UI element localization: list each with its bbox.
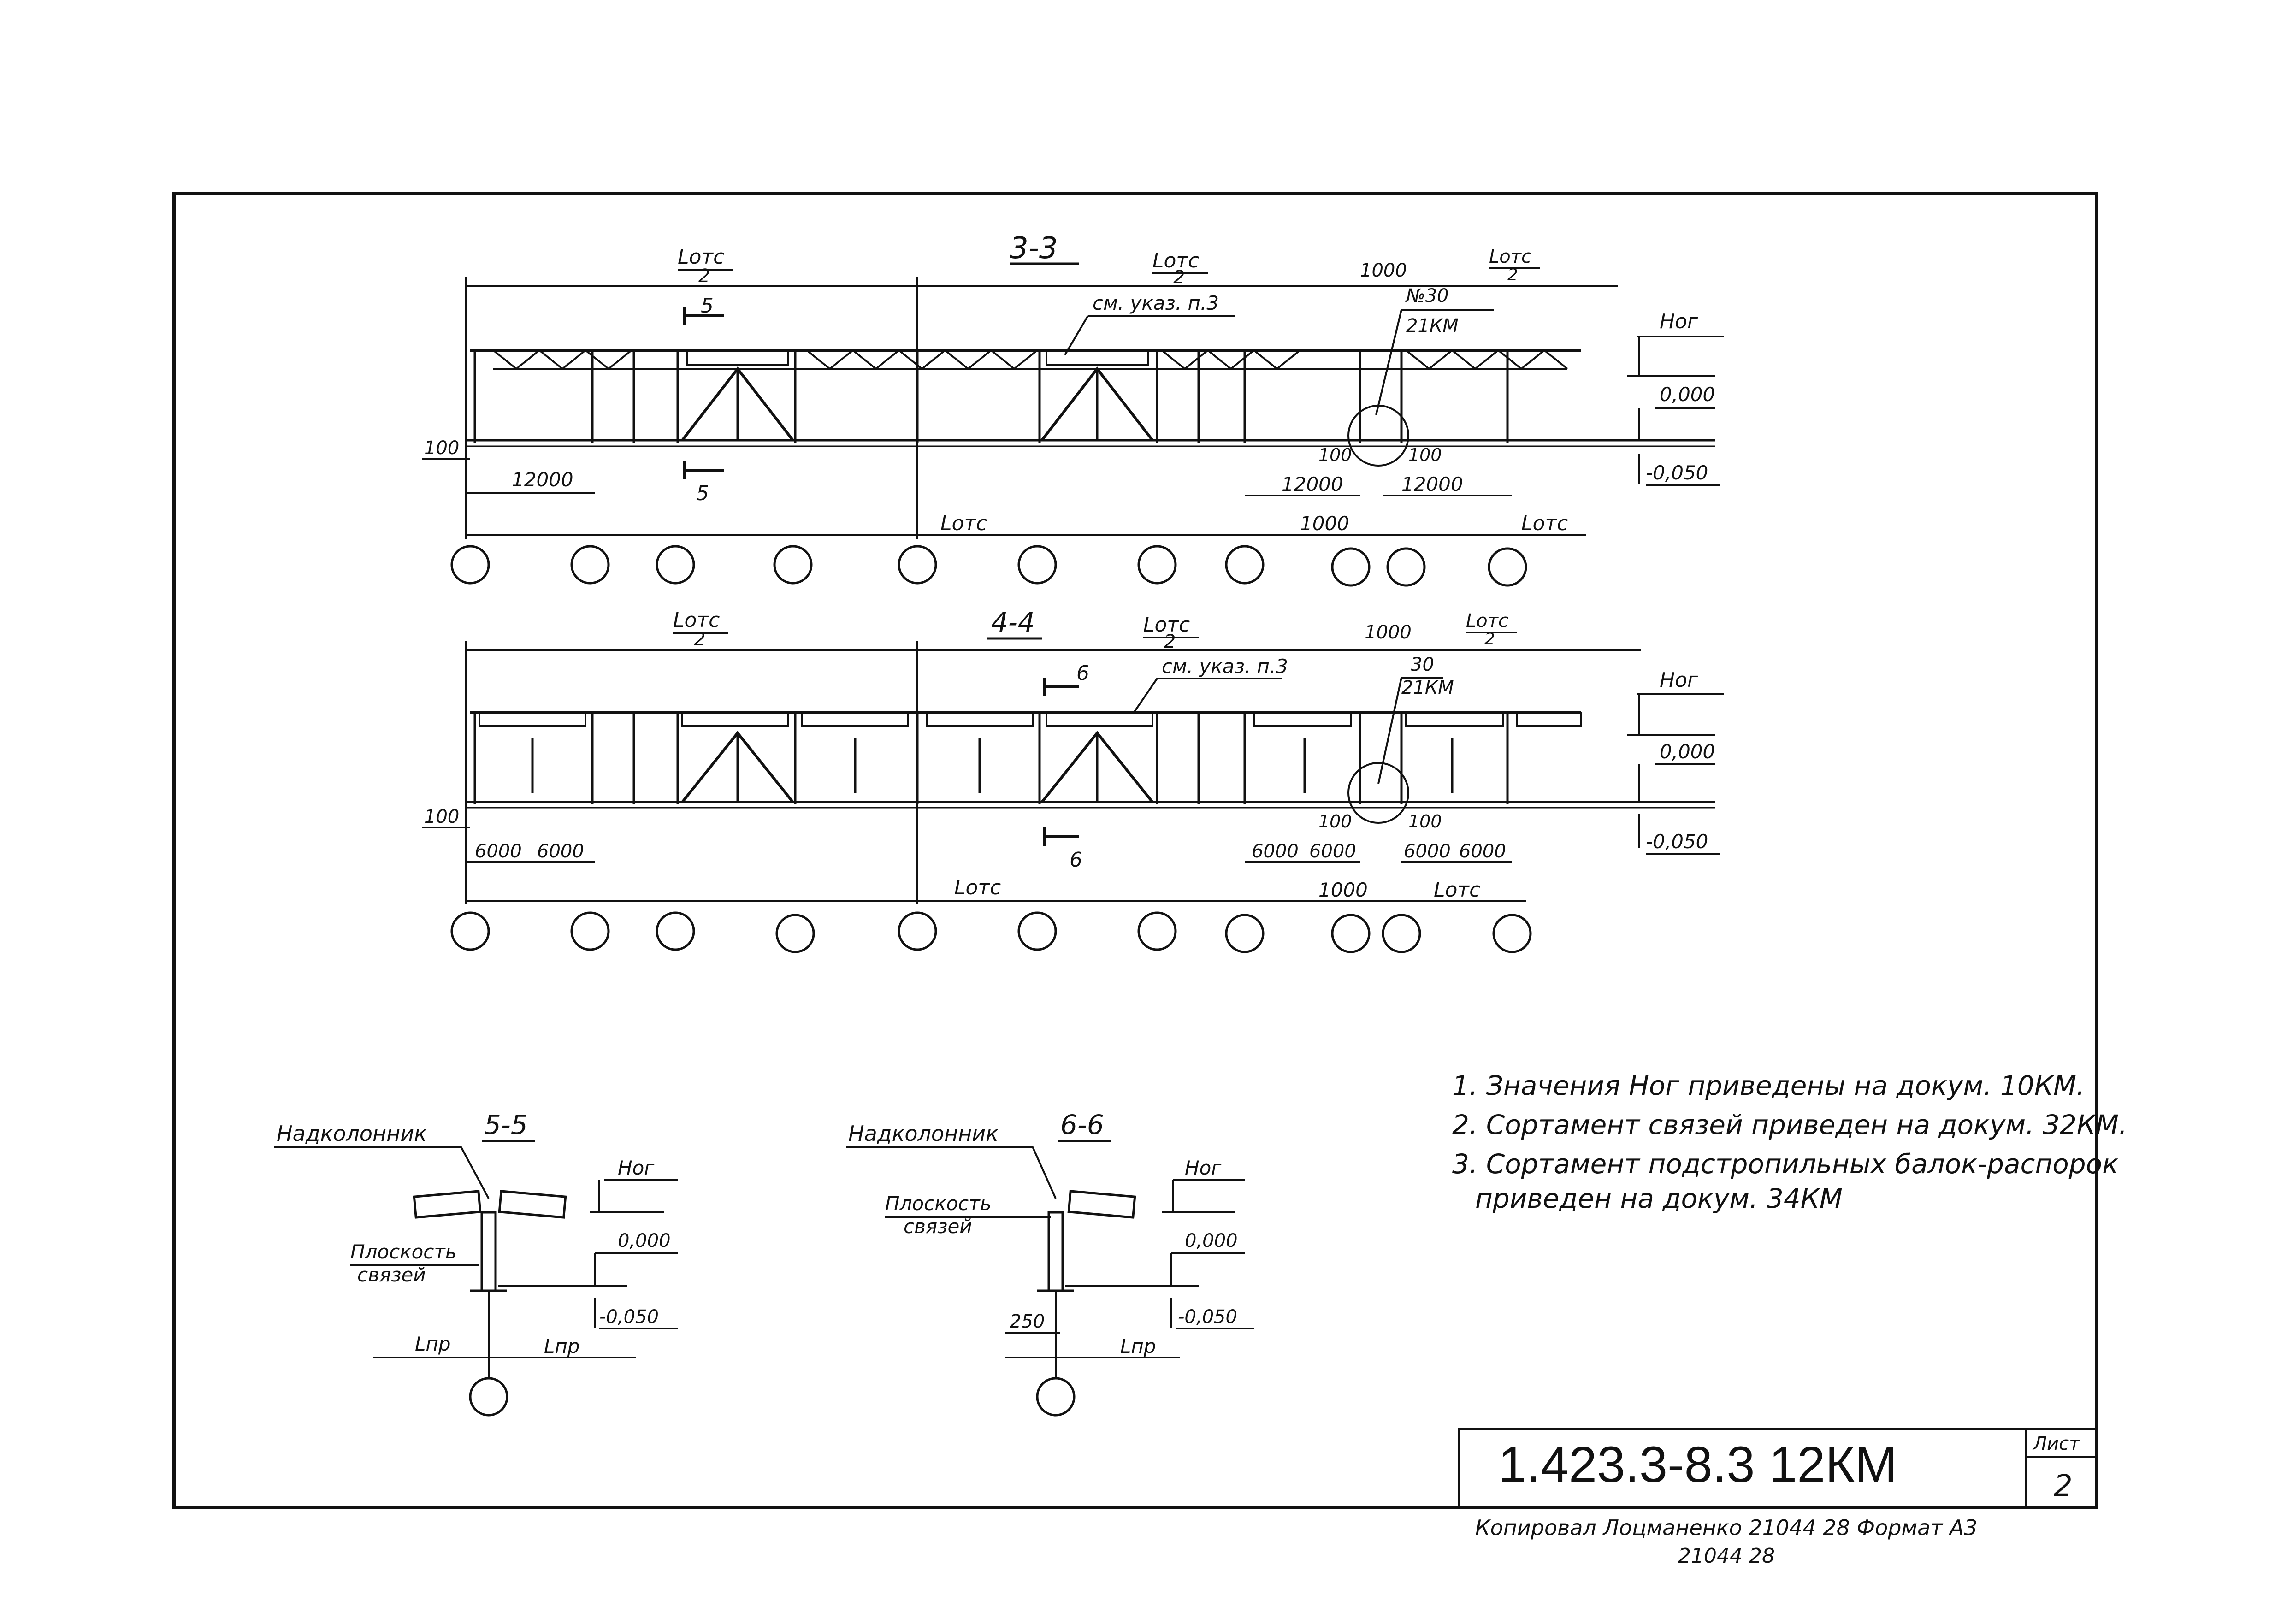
axis-marker — [469, 1377, 508, 1417]
level-0-label: 0,000 — [618, 1230, 671, 1252]
note-item: 1. Значения Hог приведены на докум. 10КМ… — [1452, 1070, 2085, 1101]
dim-12000-label: 12000 — [1401, 473, 1463, 496]
half-span-label: Lотс — [1489, 246, 1531, 267]
dim-100-label: 100 — [1408, 811, 1442, 832]
dim-12000-label: 12000 — [1282, 473, 1343, 496]
cut-label: 5 — [701, 294, 714, 318]
half-span-label: Lотс — [1466, 610, 1508, 632]
axis-markers — [450, 911, 1532, 953]
section-4-4: 4-4 Lотс 2 Lотс 2 1000 Lотс 2 см. указ. … — [422, 607, 1724, 953]
detail-circle — [1347, 762, 1409, 824]
title-block: 1.423.3-8.3 12КМ Лист 2 — [1458, 1428, 2098, 1509]
span-label: Lотс — [1434, 878, 1480, 902]
dim-100-label: 100 — [424, 437, 459, 459]
ref-top-label: №30 — [1405, 285, 1449, 307]
note-item: 3. Сортамент подстропильных балок-распор… — [1452, 1148, 2118, 1180]
note-item: 2. Сортамент связей приведен на докум. 3… — [1452, 1109, 2127, 1140]
notes: 1. Значения Hог приведены на докум. 10КМ… — [1452, 1070, 2127, 1214]
columns — [473, 350, 1509, 443]
lpr-label: Lпр — [544, 1335, 580, 1358]
dim-6000-label: 6000 — [1309, 841, 1356, 862]
half-span-label: Lотс — [673, 608, 720, 632]
section-5-5: Надколонник 5-5 Hог Плоскость связей 0,0… — [274, 1109, 678, 1417]
half-span-label: Lотс — [1152, 249, 1199, 272]
hog-label: Hог — [618, 1157, 655, 1179]
span-label: Lотс — [954, 876, 1001, 899]
section-6-6: Надколонник 6-6 Hог Плоскость связей 0,0… — [846, 1109, 1254, 1417]
dim-100-label: 100 — [1318, 811, 1352, 832]
hog-label: Hог — [1185, 1157, 1222, 1179]
note-ref-label: см. указ. п.3 — [1093, 292, 1219, 314]
drawing-frame — [172, 192, 2098, 1509]
level-0-label: 0,000 — [1660, 383, 1715, 406]
detail-circle — [1347, 405, 1409, 467]
level-m-label: -0,050 — [1646, 830, 1708, 853]
hog-label: Hог — [1660, 310, 1698, 333]
section-title: 4-4 — [991, 607, 1035, 638]
section-title: 6-6 — [1060, 1109, 1104, 1140]
cut-label: 5 — [696, 482, 709, 505]
level-0-label: 0,000 — [1660, 740, 1715, 763]
half-span-div: 2 — [698, 266, 710, 287]
axis-marker — [1036, 1377, 1076, 1417]
sheet-number: 2 — [2054, 1469, 2073, 1503]
axis-markers — [450, 545, 1527, 587]
half-span-div: 2 — [1164, 631, 1176, 652]
level-m-label: -0,050 — [1178, 1306, 1237, 1328]
dim-6000-label: 6000 — [537, 841, 584, 862]
level-m-label: -0,050 — [599, 1306, 659, 1328]
dim-100-label: 100 — [424, 806, 459, 827]
half-span-label: Lотс — [1143, 613, 1190, 637]
lpr-label: Lпр — [1120, 1335, 1156, 1358]
section-title: 3-3 — [1010, 231, 1058, 266]
cut-label: 6 — [1070, 848, 1082, 872]
section-title: 5-5 — [484, 1109, 528, 1140]
dim-250-label: 250 — [1010, 1311, 1045, 1332]
hog-label: Hог — [1660, 668, 1698, 692]
gap-1000-label: 1000 — [1318, 879, 1368, 901]
nadkolonnik-label: Надколонник — [848, 1121, 999, 1146]
ref-bot-label: 21КМ — [1401, 677, 1454, 698]
footer: Копировал Лоцманенко 21044 28 Формат А3 … — [1475, 1515, 1977, 1568]
half-span-div: 2 — [1507, 266, 1518, 284]
ploskost-label: Плоскость — [350, 1240, 457, 1263]
ploskost-label: связей — [904, 1215, 972, 1238]
dim-12000-label: 12000 — [512, 468, 573, 491]
half-span-div: 2 — [1173, 267, 1185, 288]
sheet-label: Лист — [2032, 1433, 2080, 1454]
doc-code: 1.423.3-8.3 12КМ — [1498, 1436, 1897, 1493]
ref-top-label: 30 — [1411, 654, 1434, 675]
dim-100-label: 100 — [1408, 445, 1442, 465]
span-label: Lотс — [940, 512, 987, 535]
half-span-div: 2 — [694, 629, 705, 650]
cut-label: 6 — [1076, 661, 1089, 685]
dim-100-label: 100 — [1318, 445, 1352, 465]
ploskost-label: связей — [357, 1264, 426, 1286]
level-m-label: -0,050 — [1646, 461, 1708, 484]
section-3-3: 3-3 Lотс 2 Lотс 2 1000 Lотс 2 см. указ. … — [422, 231, 1724, 587]
gap-1000-label: 1000 — [1300, 512, 1349, 535]
ref-bot-label: 21КМ — [1406, 315, 1459, 337]
dim-6000-label: 6000 — [1404, 841, 1451, 862]
dim-6000-label: 6000 — [1252, 841, 1299, 862]
gap-1000-label: 1000 — [1365, 622, 1412, 643]
dim-6000-label: 6000 — [475, 841, 522, 862]
note-ref-label: см. указ. п.3 — [1162, 655, 1288, 678]
gap-1000-label: 1000 — [1360, 260, 1407, 281]
dim-6000-label: 6000 — [1459, 841, 1506, 862]
level-0-label: 0,000 — [1185, 1230, 1238, 1252]
half-span-label: Lотс — [678, 245, 724, 269]
columns — [473, 712, 1509, 804]
ploskost-label: Плоскость — [885, 1192, 992, 1215]
footer-line-1: Копировал Лоцманенко 21044 28 Формат А3 — [1475, 1515, 1977, 1540]
lpr-label: Lпр — [415, 1333, 451, 1355]
footer-line-2: 21044 28 — [1678, 1544, 1775, 1568]
note-item: приведен на докум. 34КМ — [1475, 1183, 1843, 1214]
nadkolonnik-label: Надколонник — [277, 1121, 427, 1146]
half-span-div: 2 — [1484, 630, 1495, 649]
span-label: Lотс — [1521, 512, 1568, 535]
